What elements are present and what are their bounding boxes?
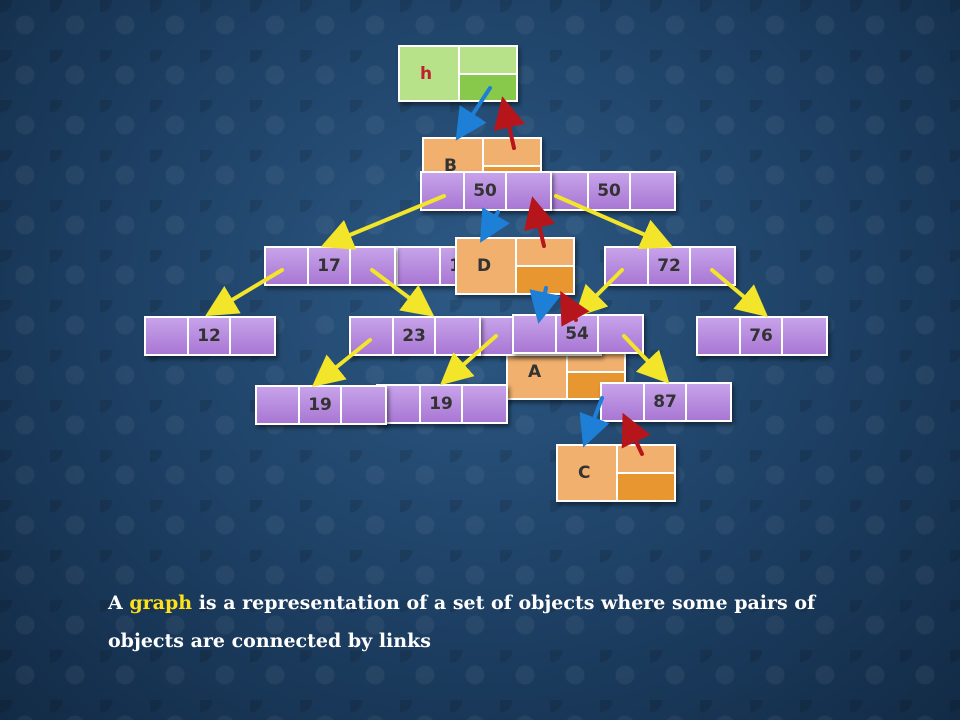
down-link xyxy=(455,86,492,141)
caption-lead: A xyxy=(108,592,123,614)
tree-link xyxy=(554,194,674,250)
tree-node-23: 23 xyxy=(349,316,481,356)
tree-link xyxy=(320,194,446,250)
tree-node-19-back: 19 xyxy=(376,384,508,424)
caption: A graph is a representation of a set of … xyxy=(108,584,868,660)
node-d-label: D xyxy=(457,239,517,293)
tree-node-value: 19 xyxy=(421,386,464,422)
tree-node-value: 12 xyxy=(189,318,232,354)
tree-node-72: 72 xyxy=(604,246,736,286)
down-link xyxy=(529,286,561,324)
tree-node-value: 76 xyxy=(741,318,784,354)
up-link xyxy=(621,412,651,456)
tree-node-12: 12 xyxy=(144,316,276,356)
tree-link xyxy=(710,268,769,318)
tree-node-value: 72 xyxy=(649,248,692,284)
tree-link xyxy=(370,268,435,317)
tree-node-76: 76 xyxy=(696,316,828,356)
tree-link xyxy=(205,268,284,317)
up-link xyxy=(523,196,556,248)
tree-node-value: 50 xyxy=(589,173,632,209)
node-h-label: h xyxy=(400,47,460,100)
tree-link xyxy=(622,334,670,384)
node-h: h xyxy=(398,45,518,102)
node-c-label: C xyxy=(558,446,618,500)
caption-highlight: graph xyxy=(129,592,193,614)
down-link xyxy=(579,396,610,448)
tree-node-value: 54 xyxy=(557,316,600,352)
tree-link xyxy=(439,334,498,386)
node-c: C xyxy=(556,444,676,502)
tree-node-value: 19 xyxy=(300,387,343,423)
tree-link xyxy=(311,338,372,388)
tree-node-50-back: 50 xyxy=(544,171,676,211)
down-link xyxy=(479,207,510,243)
up-link xyxy=(493,96,525,150)
caption-rest: is a representation of a set of objects … xyxy=(108,592,816,652)
tree-node-value: 50 xyxy=(465,173,508,209)
tree-node-value: 87 xyxy=(645,384,688,420)
tree-node-value: 23 xyxy=(394,318,437,354)
tree-node-value: 17 xyxy=(309,248,352,284)
up-link xyxy=(560,290,590,327)
tree-link xyxy=(574,268,624,318)
